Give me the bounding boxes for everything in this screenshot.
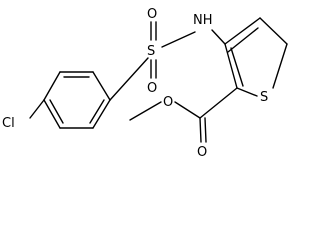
molecule-drawing: Cl S O O NH S O O — [2, 7, 288, 158]
carbonyl-oxygen-label: O — [197, 145, 207, 158]
thiophene-ring — [224, 17, 288, 97]
benzene-ring — [43, 71, 111, 129]
ester-oxygen-label: O — [163, 95, 173, 110]
structure-diagram: Cl S O O NH S O O — [2, 7, 288, 158]
thiophene-sulfur-label: S — [260, 90, 268, 105]
amine-label: NH — [193, 13, 213, 28]
nitrogen-thiophene-bond — [211, 29, 226, 45]
sulfonyl-oxo-bonds — [150, 21, 157, 79]
sulfonyl-oxygen-bottom-label: O — [147, 81, 157, 96]
aryl-sulfur-bond — [109, 57, 149, 101]
chlorine-bond — [29, 99, 45, 119]
sulfonyl-sulfur-label: S — [147, 44, 155, 59]
sulfonyl-oxygen-top-label: O — [147, 7, 157, 22]
sulfur-nitrogen-bond — [161, 31, 196, 48]
chlorine-label: Cl — [2, 116, 15, 131]
ester-group — [129, 87, 238, 143]
